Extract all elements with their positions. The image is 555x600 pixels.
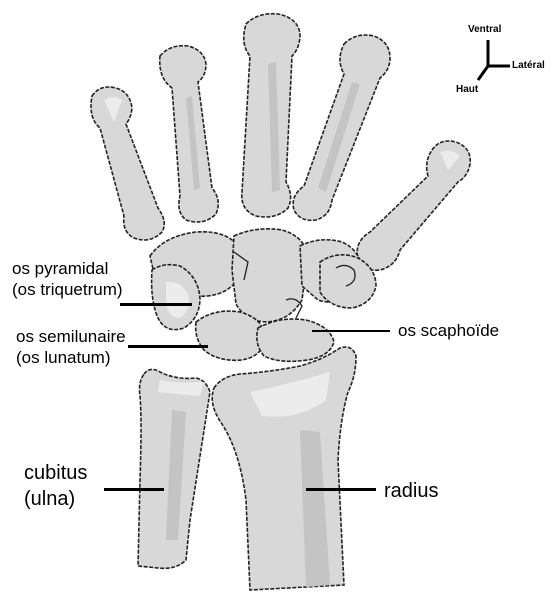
scaphoide-label: os scaphoïde [398, 320, 499, 341]
pyramidal-label-line1: os pyramidal [12, 258, 123, 279]
semilunaire-label-line2: (os lunatum) [16, 347, 126, 368]
cubitus-label: cubitus (ulna) [24, 460, 87, 512]
semilunaire-label-line1: os semilunaire [16, 326, 126, 347]
orientation-axes [478, 40, 510, 80]
radius-bone [212, 347, 356, 590]
metacarpal-1 [357, 141, 470, 270]
carpal-lunate [196, 311, 266, 360]
semilunaire-label: os semilunaire (os lunatum) [16, 326, 126, 368]
scaphoide-leader-line [312, 330, 390, 332]
ulna-bone [138, 369, 210, 568]
metacarpal-3 [242, 14, 300, 217]
pyramidal-label-line2: (os triquetrum) [12, 279, 123, 300]
ventral-label: Ventral [468, 24, 501, 35]
pyramidal-leader-line [120, 303, 192, 306]
pyramidal-label: os pyramidal (os triquetrum) [12, 258, 123, 300]
semilunaire-leader-line [128, 345, 208, 348]
haut-label: Haut [456, 84, 478, 95]
cubitus-label-line1: cubitus [24, 460, 87, 486]
radius-label: radius [384, 478, 438, 504]
cubitus-leader-line [104, 488, 164, 491]
carpal-capitate [232, 229, 308, 322]
radius-leader-line [306, 488, 376, 491]
metacarpal-5 [91, 87, 164, 240]
lateral-label: Latéral [512, 60, 545, 71]
metacarpal-4 [160, 46, 219, 222]
cubitus-label-line2: (ulna) [24, 486, 87, 512]
metacarpal-2 [293, 35, 390, 220]
